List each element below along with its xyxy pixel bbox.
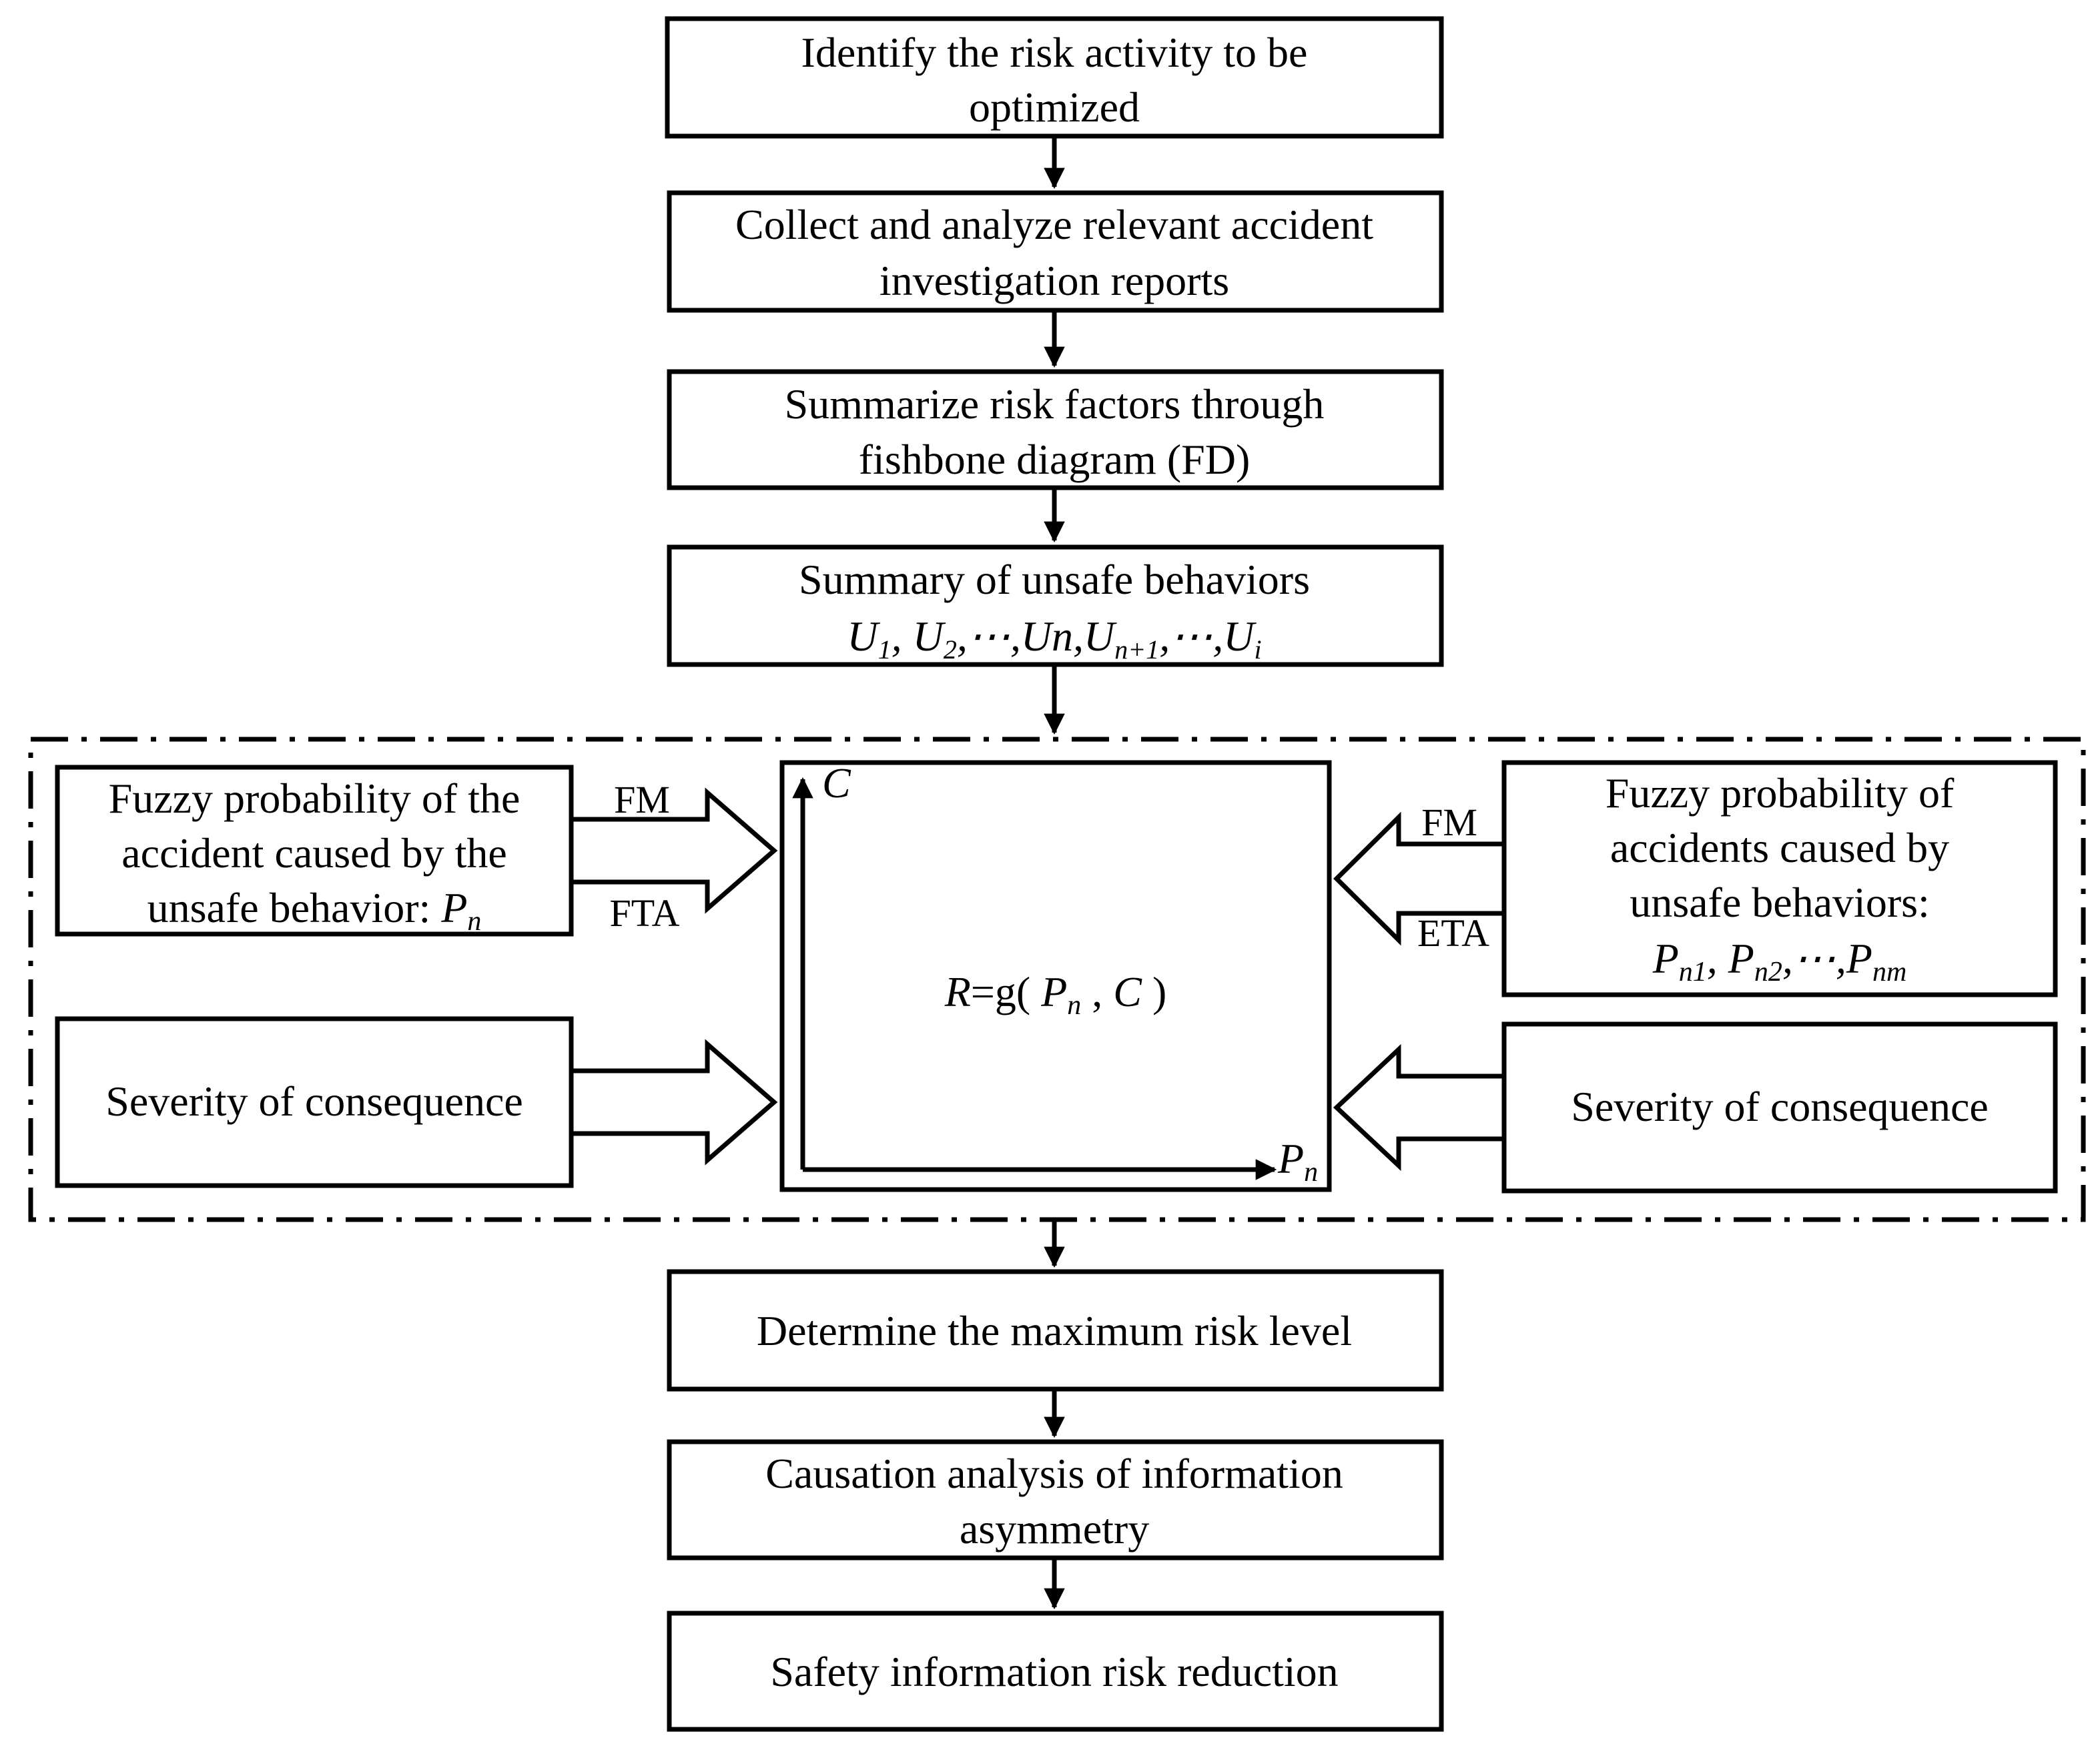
right-fuzzy-line1: Fuzzy probability of: [1606, 769, 1955, 817]
left-arrow-label-fta: FTA: [610, 891, 680, 935]
step-collect-reports: Collect and analyze relevant accident in…: [667, 190, 1444, 313]
step-causation-line1: Causation analysis of information: [765, 1450, 1343, 1497]
right-fuzzy-formula: Pn1, Pn2,⋯,Pnm: [1652, 935, 1907, 987]
x-axis-label: Pn: [1277, 1135, 1318, 1188]
y-axis-label: C: [822, 759, 851, 807]
step-identify-risk-activity: Identify the risk activity to be optimiz…: [665, 16, 1444, 139]
right-arrow-label-fm: FM: [1421, 801, 1477, 844]
left-fuzzy-line3: unsafe behavior: Pn: [147, 884, 482, 937]
assessment-region-border: [28, 737, 2086, 1222]
right-fuzzy-probability-box: Fuzzy probability of accidents caused by…: [1501, 760, 2058, 997]
left-severity-box: Severity of consequence: [55, 1016, 574, 1188]
step-summarize-risk-factors: Summarize risk factors through fishbone …: [667, 369, 1444, 490]
left-arrow-label-fm: FM: [614, 778, 670, 821]
risk-matrix-box: C Pn R=g( Pn , C ): [779, 759, 1332, 1192]
step-causation-analysis: Causation analysis of information asymme…: [667, 1439, 1444, 1561]
left-fuzzy-line1: Fuzzy probability of the: [109, 775, 520, 822]
risk-formula: R=g( Pn , C ): [944, 968, 1167, 1021]
step-causation-line2: asymmetry: [960, 1505, 1149, 1553]
step-unsafe-behaviors: Summary of unsafe behaviors U1, U2,⋯,Un,…: [667, 544, 1444, 667]
step-determine-max-risk: Determine the maximum risk level: [667, 1269, 1444, 1392]
right-probability-arrow: [1333, 811, 1507, 946]
right-fuzzy-line2: accidents caused by: [1610, 824, 1949, 871]
left-fuzzy-line2: accident caused by the: [121, 829, 507, 877]
right-fuzzy-line3: unsafe behaviors:: [1630, 879, 1930, 926]
step-determine-line1: Determine the maximum risk level: [757, 1307, 1352, 1354]
step-risk-reduction: Safety information risk reduction: [667, 1611, 1444, 1732]
unsafe-behaviors-formula: U1, U2,⋯,Un,Un+1,⋯,Ui: [847, 612, 1261, 665]
step-summarize-line1: Summarize risk factors through: [785, 380, 1325, 428]
step-reduction-line1: Safety information risk reduction: [770, 1648, 1338, 1695]
right-arrow-label-eta: ETA: [1417, 911, 1489, 955]
step-collect-line2: investigation reports: [880, 257, 1229, 304]
step-identify-line1: Identify the risk activity to be: [801, 29, 1308, 76]
step-summarize-line2: fishbone diagram (FD): [859, 436, 1251, 483]
left-fuzzy-probability-box: Fuzzy probability of the accident caused…: [55, 765, 574, 937]
left-probability-arrow: [569, 787, 778, 914]
left-severity-arrow: [569, 1039, 778, 1166]
right-severity-box: Severity of consequence: [1501, 1021, 2058, 1194]
left-severity-label: Severity of consequence: [105, 1077, 523, 1125]
right-severity-arrow: [1333, 1043, 1507, 1172]
right-severity-label: Severity of consequence: [1571, 1083, 1989, 1130]
step-identify-line2: optimized: [969, 83, 1140, 131]
step-collect-line1: Collect and analyze relevant accident: [735, 201, 1373, 248]
step-unsafe-line1: Summary of unsafe behaviors: [799, 556, 1310, 603]
